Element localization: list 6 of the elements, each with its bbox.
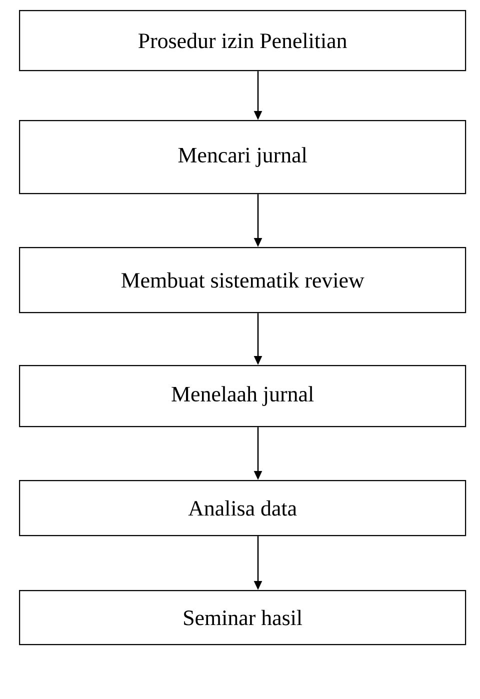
- process-box: Membuat sistematik review: [19, 247, 466, 314]
- process-box: Mencari jurnal: [19, 120, 466, 194]
- process-box: Prosedur izin Penelitian: [19, 10, 466, 72]
- process-box: Seminar hasil: [19, 590, 466, 646]
- process-box: Analisa data: [19, 480, 466, 536]
- process-box: Menelaah jurnal: [19, 365, 466, 428]
